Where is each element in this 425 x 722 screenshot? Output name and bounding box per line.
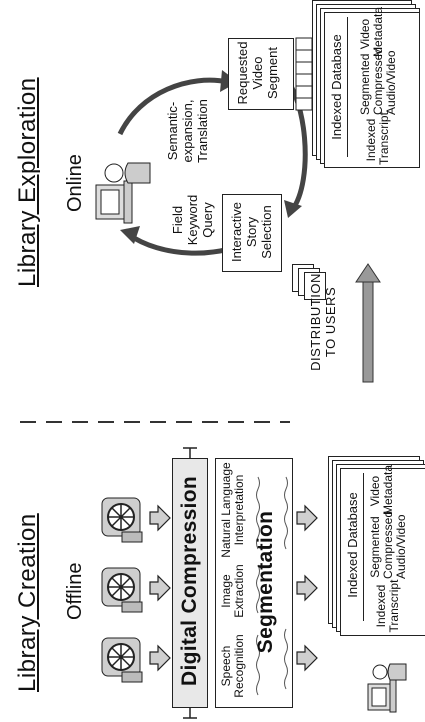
person-at-computer-icon xyxy=(95,162,151,224)
filmstrip-icon xyxy=(295,37,313,111)
db-col-segmented-av: Segmented Compressed Audio/Video xyxy=(358,46,398,115)
segmentation-label: Segmentation xyxy=(254,510,277,654)
db-col-indexed-transcript: Indexed Transcript xyxy=(374,579,401,633)
pipe-cap-icon xyxy=(183,708,197,719)
db-title-rule xyxy=(363,473,364,621)
offline-label: Offline xyxy=(64,562,86,620)
image-extraction-label: Image Extraction xyxy=(219,564,246,618)
db-col-segmented-av: Segmented Compressed Audio/Video xyxy=(368,510,408,579)
processing-panel: Speech Recognition Image Extraction Natu… xyxy=(215,458,293,708)
film-camera-icon xyxy=(101,567,143,613)
person-at-computer-icon xyxy=(367,663,407,713)
db-col-video-metadata: Video Metadata xyxy=(358,6,385,57)
requested-segment-label: Requested Video Segment xyxy=(235,41,280,105)
indexed-database-card: Indexed Database Indexed Transcript Segm… xyxy=(324,6,420,168)
distribution-label: DISTRIBUTION TO USERS xyxy=(308,273,338,371)
indexed-database-title: Indexed Database xyxy=(345,492,360,598)
library-creation-title: Library Creation xyxy=(14,513,41,692)
story-selection-box: Interactive Story Selection xyxy=(222,194,282,272)
down-arrows xyxy=(296,504,318,672)
speech-recognition-label: Speech Recognition xyxy=(219,634,246,698)
natural-language-label: Natural Language Interpretation xyxy=(219,462,246,558)
digital-compression-bar: Digital Compression xyxy=(172,458,208,708)
db-col-video-metadata: Video Metadata xyxy=(368,464,395,515)
requested-segment-box: Requested Video Segment xyxy=(228,38,294,110)
film-camera-icon xyxy=(101,497,143,543)
story-selection-label: Interactive Story Selection xyxy=(229,202,274,262)
library-exploration-title: Library Exploration xyxy=(14,77,41,287)
text-scribble-graphic xyxy=(256,476,288,696)
down-arrows xyxy=(149,504,171,672)
digital-compression-label: Digital Compression xyxy=(178,476,201,686)
db-title-rule xyxy=(347,17,348,157)
distribution-arrow xyxy=(355,263,381,383)
db-col-indexed-transcript: Indexed Transcript xyxy=(364,112,391,165)
pipe-cap-icon xyxy=(183,447,197,458)
section-divider-line xyxy=(20,421,290,423)
indexed-database-card: Indexed Database Indexed Transcript Segm… xyxy=(340,464,425,636)
film-camera-icon xyxy=(101,637,143,683)
indexed-database-title: Indexed Database xyxy=(329,34,344,140)
